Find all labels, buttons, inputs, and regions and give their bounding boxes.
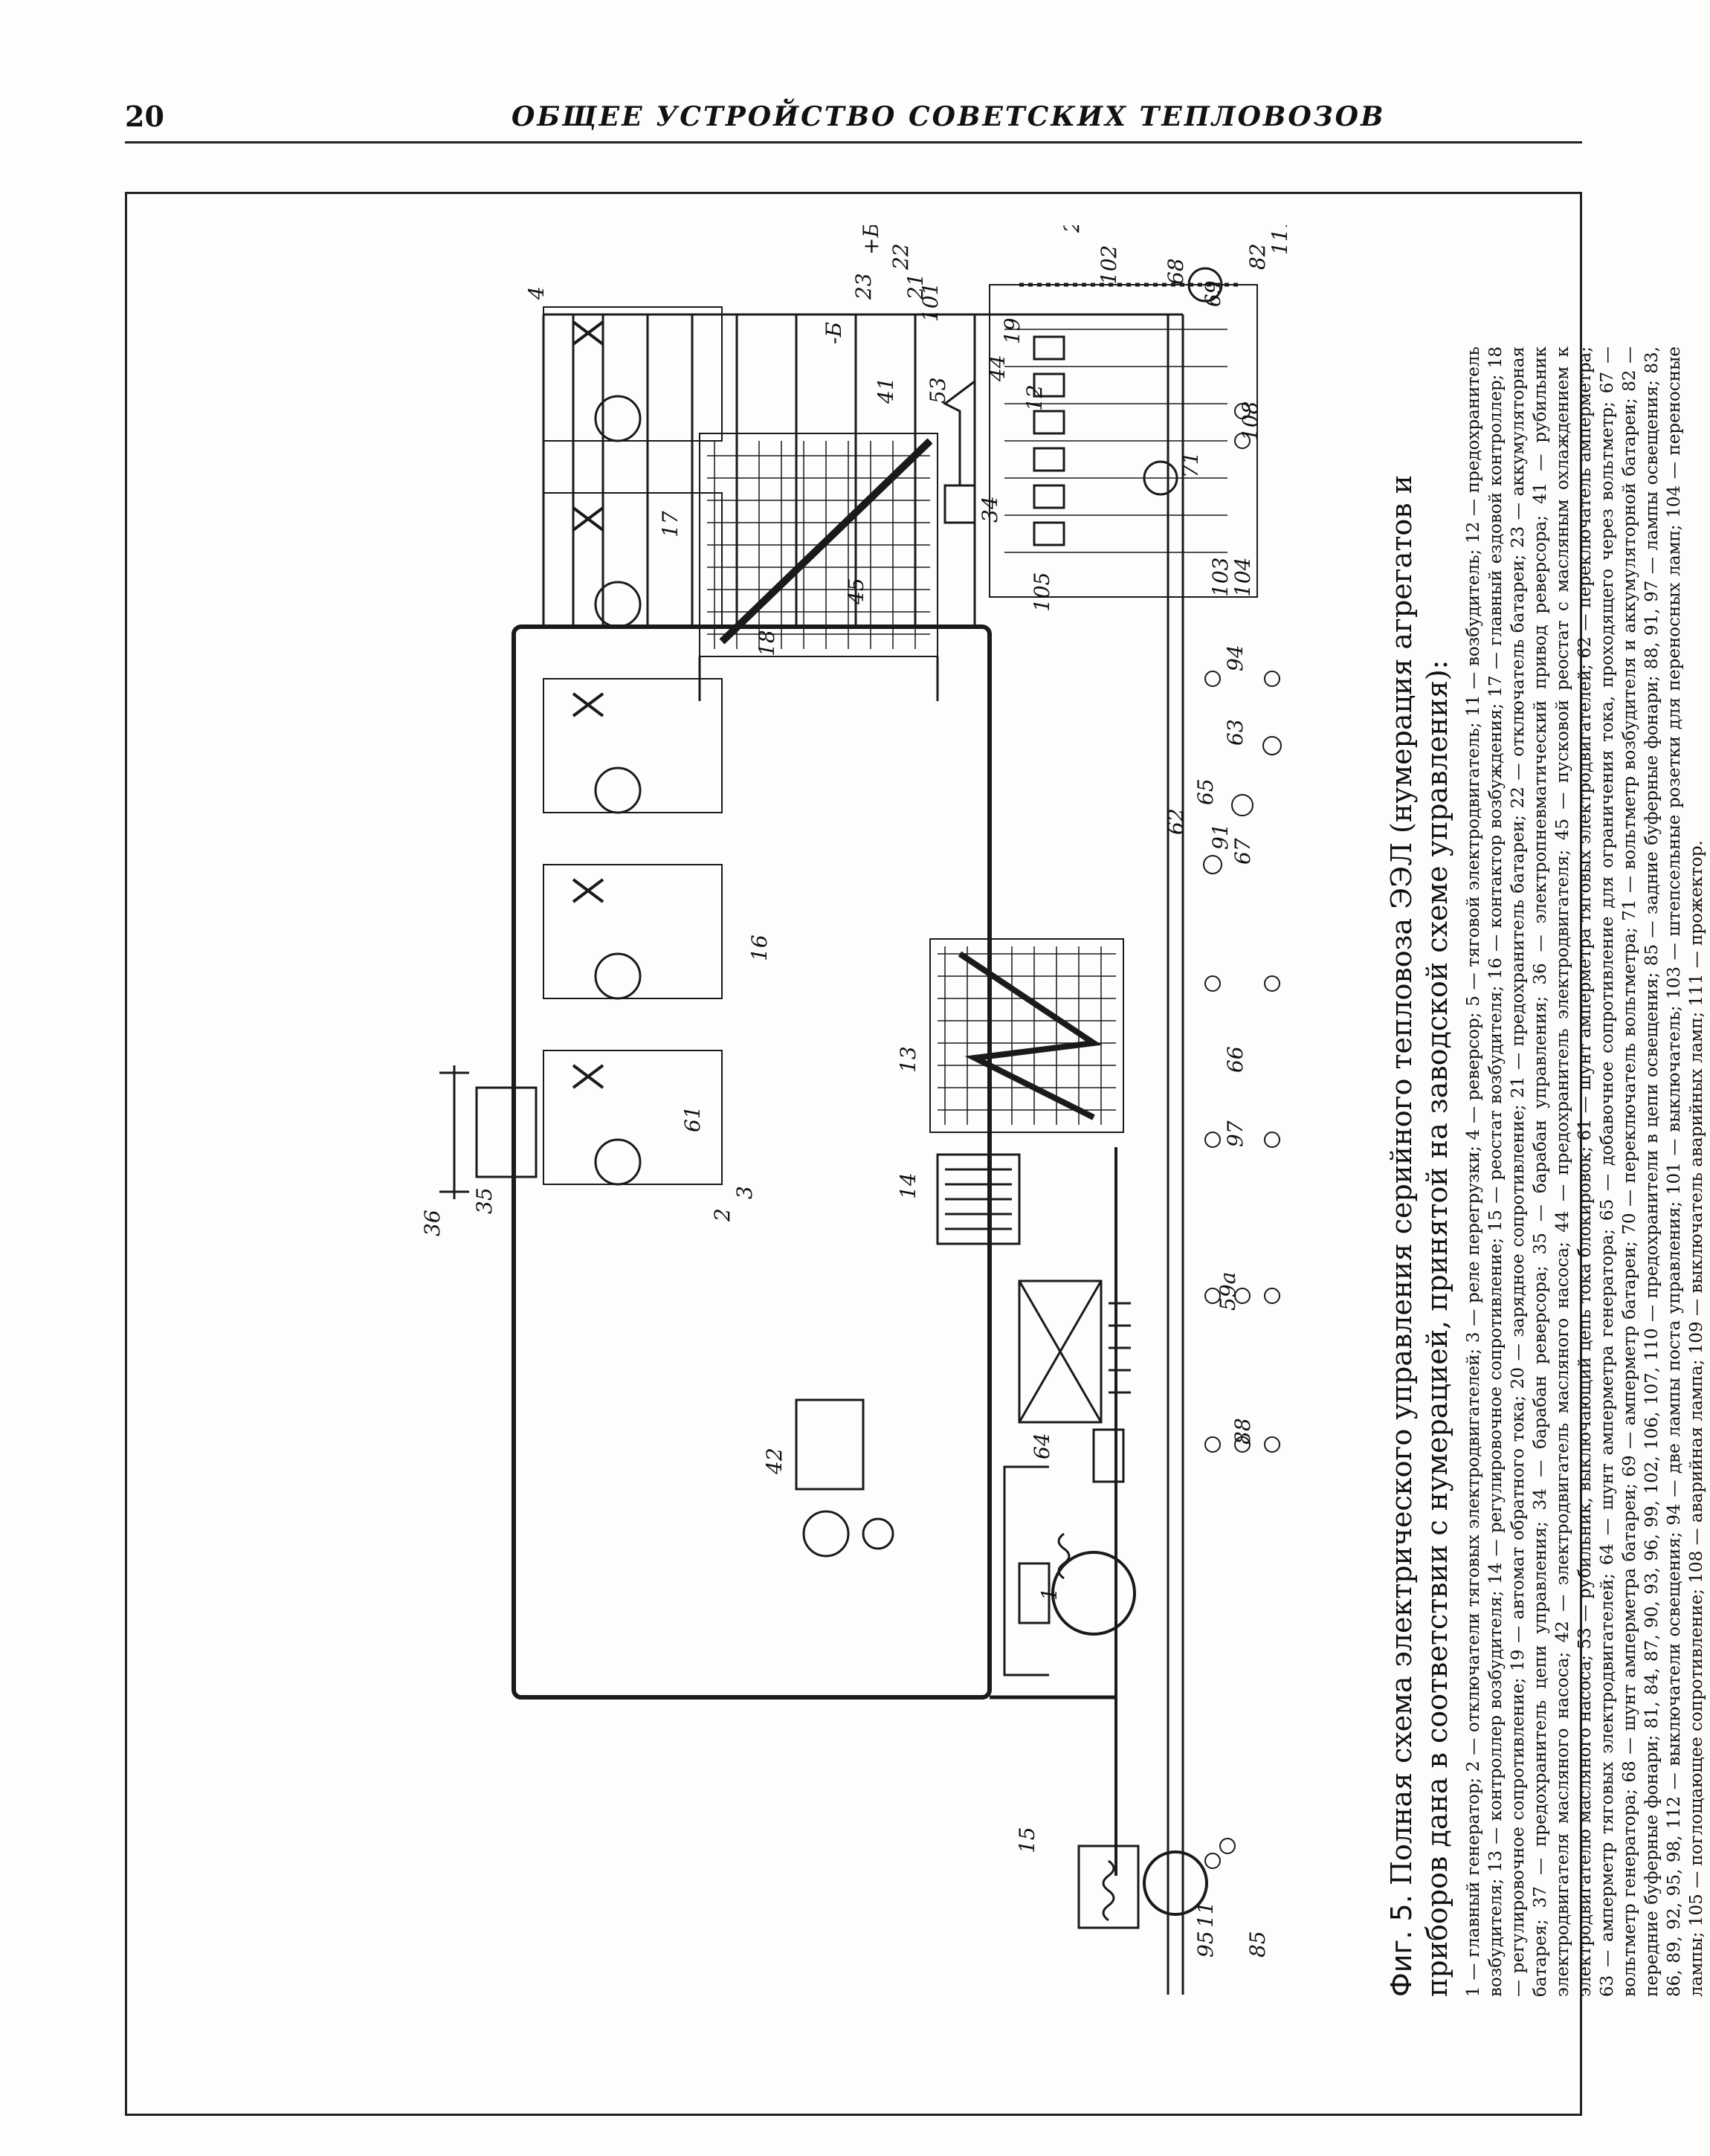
label-95: 95 (1193, 1931, 1218, 1957)
label-45: 45 (844, 578, 868, 605)
label-17: 17 (658, 511, 683, 538)
figure-caption: Фиг. 5. Полная схема электрического упра… (1384, 346, 1706, 1997)
label-20: 20 (1059, 225, 1084, 233)
label-41: 41 (874, 377, 898, 404)
label-111: 111 (1268, 225, 1292, 255)
label-94: 94 (1223, 645, 1248, 671)
label-68: 68 (1164, 258, 1188, 285)
traction-motor-3 (543, 678, 723, 814)
traction-motor-1 (543, 1050, 723, 1186)
label-15: 15 (1015, 1827, 1039, 1853)
traction-motor-2 (543, 864, 723, 1000)
label-59a: 59а (1216, 1272, 1240, 1311)
caption-title-line: Фиг. 5. Полная схема электрического упра… (1384, 346, 1455, 1997)
label-11: 11 (1193, 1901, 1218, 1928)
label-105: 105 (1030, 572, 1054, 612)
main-generator (1003, 1465, 1136, 1676)
label-101: 101 (918, 283, 943, 322)
label-34: 34 (978, 496, 1002, 523)
label-44: 44 (985, 355, 1010, 382)
running-title: ОБЩЕЕ УСТРОЙСТВО СОВЕТСКИХ ТЕПЛОВОЗОВ (512, 101, 1386, 132)
control-drum-and-pneumatic-drive (439, 1065, 538, 1199)
label-64: 64 (1030, 1433, 1054, 1459)
label-61: 61 (680, 1106, 705, 1132)
label-18: 18 (755, 630, 779, 656)
figure-legend: 1 — главный генератор; 2 — отключатели т… (1464, 346, 1706, 1997)
figure-title: Полная схема электрического управления с… (1385, 474, 1454, 1997)
control-panel (989, 267, 1258, 598)
exciter (1077, 1844, 1208, 1929)
traction-motor-5 (543, 306, 723, 442)
label-1: 1 (1037, 1587, 1062, 1601)
label-63: 63 (1223, 719, 1248, 746)
label-14: 14 (896, 1172, 920, 1199)
label-2: 2 (710, 1208, 735, 1222)
label-104: 104 (1230, 558, 1255, 597)
label-103: 103 (1208, 558, 1233, 597)
label-12: 12 (1022, 384, 1047, 411)
label-3: 3 (732, 1186, 757, 1199)
label-36: 36 (420, 1210, 445, 1236)
regulating-resistor-block (1018, 1279, 1131, 1424)
figure-label: Фиг. 5. (1385, 1894, 1418, 1997)
label-88: 88 (1230, 1418, 1255, 1445)
page-number: 20 (125, 100, 164, 133)
traction-motor-4 (543, 492, 723, 628)
label-22: 22 (888, 243, 913, 271)
main-driving-controller (698, 433, 939, 701)
label-16: 16 (747, 935, 772, 961)
label-66: 66 (1223, 1046, 1248, 1073)
label-13: 13 (896, 1046, 920, 1073)
label-102: 102 (1097, 245, 1121, 285)
oil-pump-motor (795, 1398, 894, 1558)
label-21: 21 (903, 273, 928, 300)
label-108: 108 (1238, 401, 1262, 441)
header-rule (125, 141, 1582, 143)
reverser-drum (943, 380, 976, 524)
label-71: 71 (1178, 451, 1203, 478)
label-35: 35 (472, 1187, 497, 1214)
label-42: 42 (762, 1447, 787, 1475)
exciter-controller (929, 938, 1124, 1133)
page-header: 20 ОБЩЕЕ УСТРОЙСТВО СОВЕТСКИХ ТЕПЛОВОЗОВ (125, 95, 1582, 143)
figure-frame: 1 2 3 4 11 12 13 14 15 16 17 18 19 20 21… (125, 192, 1706, 2116)
generator-ammeter-shunt (1092, 1428, 1125, 1483)
label-plus-b: +Б (859, 225, 883, 255)
label-97: 97 (1223, 1120, 1248, 1147)
label-82: 82 (1245, 243, 1270, 270)
diagram-labels: 1 2 3 4 11 12 13 14 15 16 17 18 19 20 21… (420, 225, 1292, 1957)
regulating-resistance-14 (936, 1153, 1021, 1245)
label-53: 53 (926, 377, 950, 404)
label-23: 23 (851, 273, 876, 300)
label-69: 69 (1201, 280, 1225, 307)
traction-motors (543, 306, 723, 1186)
label-minus-b: -Б (822, 322, 846, 344)
lamps-row (1203, 403, 1282, 1869)
label-65: 65 (1193, 778, 1218, 805)
label-62: 62 (1164, 808, 1188, 835)
label-67: 67 (1230, 838, 1255, 865)
label-4: 4 (524, 286, 549, 300)
label-19: 19 (1000, 317, 1025, 344)
label-85: 85 (1245, 1931, 1270, 1957)
label-91: 91 (1208, 823, 1233, 850)
electrical-schematic: 1 2 3 4 11 12 13 14 15 16 17 18 19 20 21… (420, 225, 1292, 1995)
